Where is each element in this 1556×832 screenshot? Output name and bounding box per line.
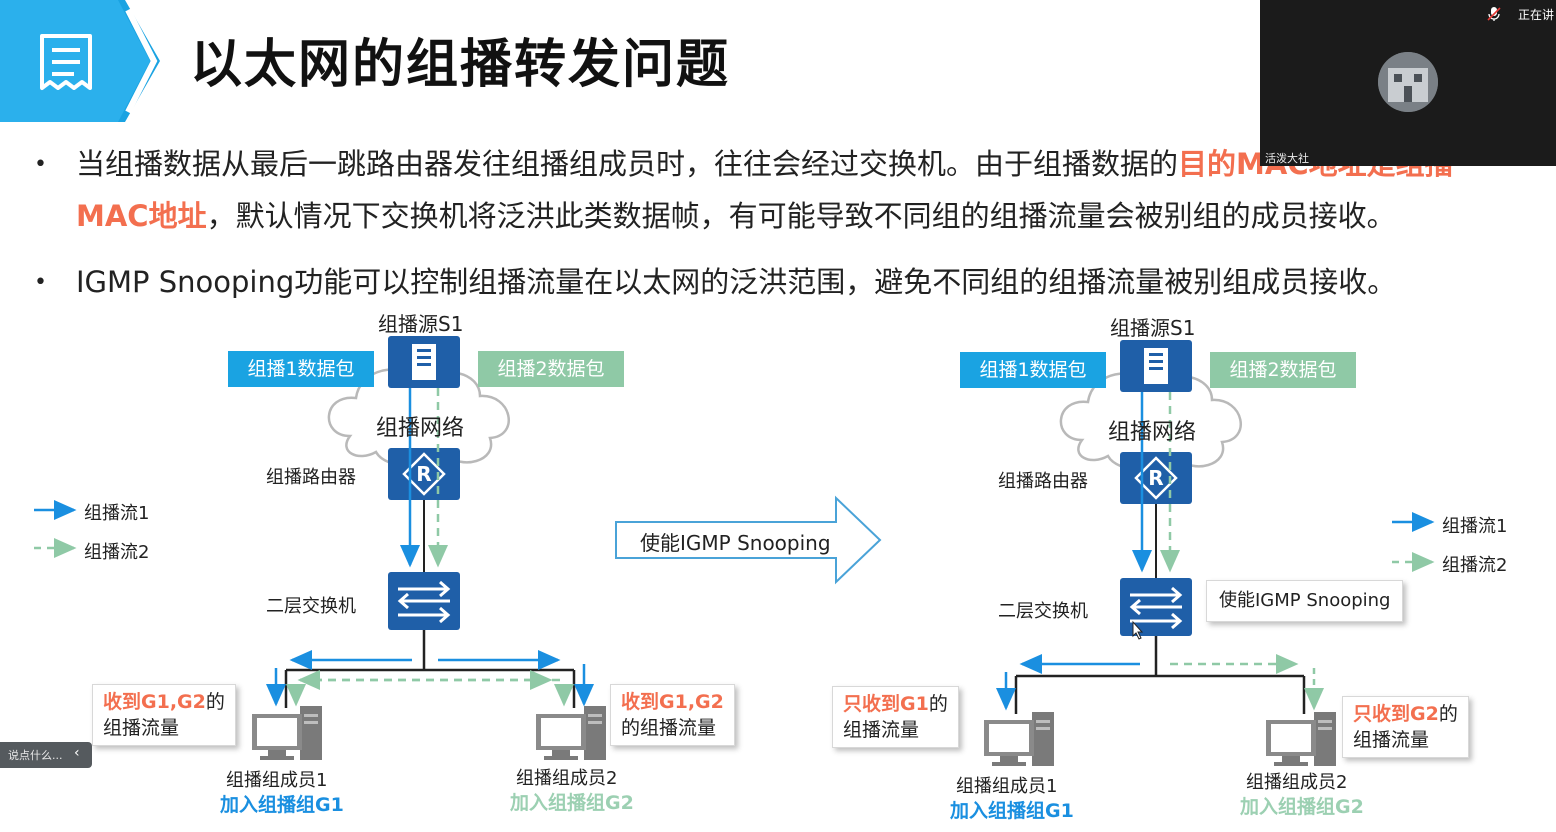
- right-switch-snooping-note: 使能IGMP Snooping: [1206, 580, 1404, 622]
- left-callout2-highlight: 收到G1,G2: [621, 691, 724, 713]
- right-member2-pc-icon: [1266, 712, 1336, 766]
- chat-input-placeholder[interactable]: 说点什么...: [8, 749, 63, 762]
- right-callout2-highlight: 只收到G2: [1353, 703, 1439, 725]
- right-router-label: 组播路由器: [998, 471, 1088, 492]
- right-callout1-highlight: 只收到G1: [843, 693, 929, 715]
- right-member2-join: 加入组播组G2: [1240, 796, 1364, 818]
- chat-input-pill[interactable]: [0, 742, 92, 768]
- right-source-server-icon: [1120, 340, 1192, 392]
- right-switch-label: 二层交换机: [998, 601, 1088, 622]
- left-legend1-label: 组播流1: [84, 503, 150, 524]
- right-pkt2-badge: 组播2数据包: [1210, 352, 1356, 388]
- right-router-icon: [1118, 450, 1194, 506]
- left-source-server-icon: [388, 336, 460, 388]
- left-member1-pc-icon: [252, 706, 322, 760]
- bullet-1-highlight-b: MAC地址: [76, 199, 207, 233]
- right-legend1-label: 组播流1: [1442, 516, 1508, 537]
- left-router-label: 组播路由器: [266, 467, 356, 488]
- mouse-cursor-icon: [1132, 620, 1144, 640]
- left-member2-pc-icon: [536, 706, 606, 760]
- right-member2-label: 组播组成员2: [1246, 772, 1348, 793]
- right-member1-pc-icon: [984, 712, 1054, 766]
- right-member1-join: 加入组播组G1: [950, 800, 1074, 822]
- participant-avatar: [1378, 52, 1438, 112]
- left-callout1-b: 组播流量: [103, 717, 180, 739]
- left-callout-member2: 收到G1,G2 的组播流量: [610, 684, 735, 746]
- left-switch-label: 二层交换机: [266, 596, 356, 617]
- left-callout1-highlight: 收到G1,G2: [103, 691, 206, 713]
- left-callout-member1: 收到G1,G2的 组播流量: [92, 684, 236, 746]
- left-switch-icon: [386, 570, 462, 632]
- chat-collapse-chevron-icon[interactable]: ‹: [74, 745, 80, 761]
- left-router-icon: [386, 446, 462, 502]
- bullet-marker-2: •: [34, 270, 47, 295]
- bullet-2: IGMP Snooping功能可以控制组播流量在以太网的泛洪范围，避免不同组的组…: [76, 265, 1397, 299]
- left-callout1-a: 的: [205, 691, 225, 713]
- left-member2-label: 组播组成员2: [516, 768, 618, 789]
- right-pkt1-badge: 组播1数据包: [960, 352, 1106, 388]
- speaking-indicator: 正在讲: [1518, 8, 1555, 22]
- document-icon: [40, 34, 92, 90]
- right-network-label: 组播网络: [1108, 420, 1197, 445]
- left-legend2-label: 组播流2: [84, 542, 150, 563]
- bullet-1-line1: 当组播数据从最后一跳路由器发往组播组成员时，往往会经过交换机。由于组播数据的: [76, 147, 1179, 181]
- participant-name: 活泼大社: [1265, 152, 1309, 165]
- right-callout-member1: 只收到G1的 组播流量: [832, 686, 959, 748]
- enable-snooping-arrow-label: 使能IGMP Snooping: [640, 531, 831, 555]
- header-band: [0, 0, 160, 122]
- right-legend2-label: 组播流2: [1442, 555, 1508, 576]
- right-callout-member2: 只收到G2的 组播流量: [1342, 696, 1469, 758]
- left-member1-join: 加入组播组G1: [220, 794, 344, 816]
- right-switch-icon: [1118, 576, 1194, 638]
- slide-title: 以太网的组播转发问题: [190, 35, 731, 95]
- left-network-label: 组播网络: [376, 416, 465, 441]
- left-source-label: 组播源S1: [378, 312, 464, 336]
- right-callout2-a: 的: [1438, 703, 1458, 725]
- right-member1-label: 组播组成员1: [956, 776, 1058, 797]
- left-member2-join: 加入组播组G2: [510, 792, 634, 814]
- right-callout2-b: 组播流量: [1353, 729, 1430, 751]
- bullet-1-line2: ，默认情况下交换机将泛洪此类数据帧，有可能导致不同组的组播流量会被别组的成员接收…: [206, 199, 1396, 233]
- left-callout2-b: 的组播流量: [621, 717, 717, 739]
- right-source-label: 组播源S1: [1110, 316, 1196, 340]
- enable-snooping-arrow: [615, 495, 882, 585]
- right-callout1-a: 的: [928, 693, 948, 715]
- right-callout1-b: 组播流量: [843, 719, 920, 741]
- mic-muted-icon[interactable]: [1486, 6, 1502, 22]
- left-member1-label: 组播组成员1: [226, 770, 328, 791]
- left-pkt2-badge: 组播2数据包: [478, 351, 624, 387]
- left-pkt1-badge: 组播1数据包: [228, 351, 374, 387]
- bullet-marker-1: •: [34, 152, 47, 177]
